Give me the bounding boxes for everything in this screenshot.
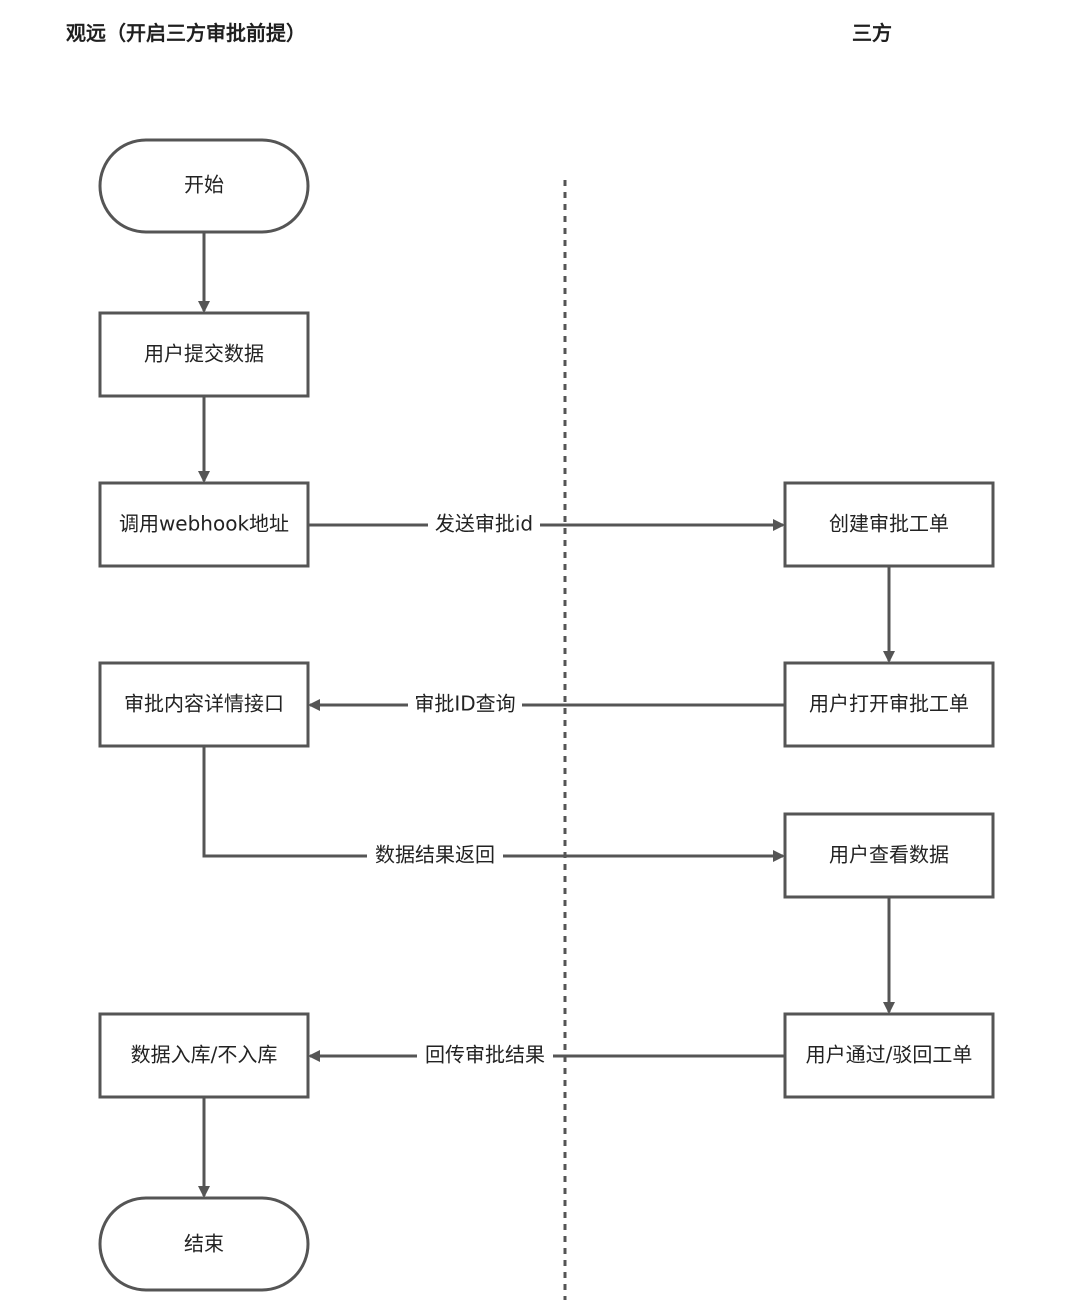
node-call-webhook[interactable]: 调用webhook地址 [98, 481, 310, 568]
edge-detail-to-view [202, 746, 785, 862]
node-view-data[interactable]: 用户查看数据 [783, 812, 995, 899]
node-store-data-label: 数据入库/不入库 [131, 1043, 278, 1067]
node-create-ticket-label: 创建审批工单 [829, 512, 949, 536]
node-create-ticket[interactable]: 创建审批工单 [783, 481, 995, 568]
node-end-label: 结束 [184, 1232, 224, 1256]
node-approve-reject[interactable]: 用户通过/驳回工单 [783, 1012, 995, 1099]
node-view-data-label: 用户查看数据 [829, 843, 949, 867]
node-start-label: 开始 [184, 173, 224, 197]
node-store-data[interactable]: 数据入库/不入库 [98, 1012, 310, 1099]
edge-label-callback-result: 回传审批结果 [425, 1043, 545, 1067]
edge-label-return-result: 数据结果返回 [375, 843, 495, 867]
node-start[interactable]: 开始 [98, 138, 310, 234]
node-approve-reject-label: 用户通过/驳回工单 [806, 1043, 973, 1067]
node-call-webhook-label: 调用webhook地址 [119, 512, 289, 536]
right-lane-title: 三方 [852, 21, 892, 45]
node-detail-api-label: 审批内容详情接口 [124, 692, 284, 716]
node-submit-data[interactable]: 用户提交数据 [98, 311, 310, 398]
edge-label-query-id: 审批ID查询 [414, 692, 515, 716]
edge-label-send-id: 发送审批id [435, 512, 533, 536]
node-submit-data-label: 用户提交数据 [144, 342, 264, 366]
node-detail-api[interactable]: 审批内容详情接口 [98, 661, 310, 748]
node-end[interactable]: 结束 [98, 1196, 310, 1292]
left-lane-title: 观远（开启三方审批前提） [66, 21, 306, 45]
node-open-ticket[interactable]: 用户打开审批工单 [783, 661, 995, 748]
node-open-ticket-label: 用户打开审批工单 [809, 692, 969, 716]
